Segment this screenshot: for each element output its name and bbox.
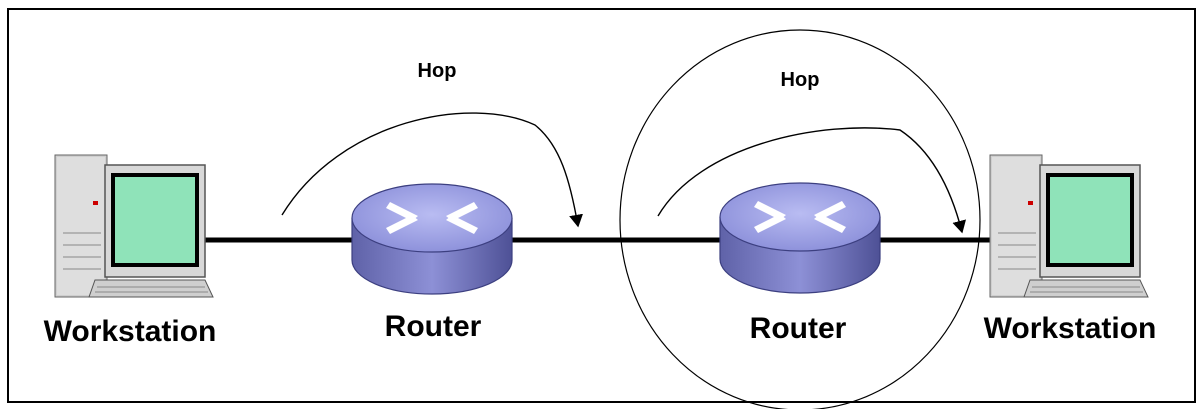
router-left-icon [351,183,513,295]
workstation-left-label: Workstation [44,315,217,348]
router-right-label: Router [750,312,847,345]
workstation-right-label: Workstation [984,312,1157,345]
hop-right-arrow [657,127,967,234]
hop-boundary-circle [619,29,981,409]
workstation-right-icon [989,154,1149,298]
hop-left-label: Hop [418,60,457,82]
hop-right-label: Hop [781,69,820,91]
hop-left-arrow [281,112,583,228]
router-right-icon [719,182,881,294]
router-left-label: Router [385,310,482,343]
workstation-left-icon [54,154,214,298]
